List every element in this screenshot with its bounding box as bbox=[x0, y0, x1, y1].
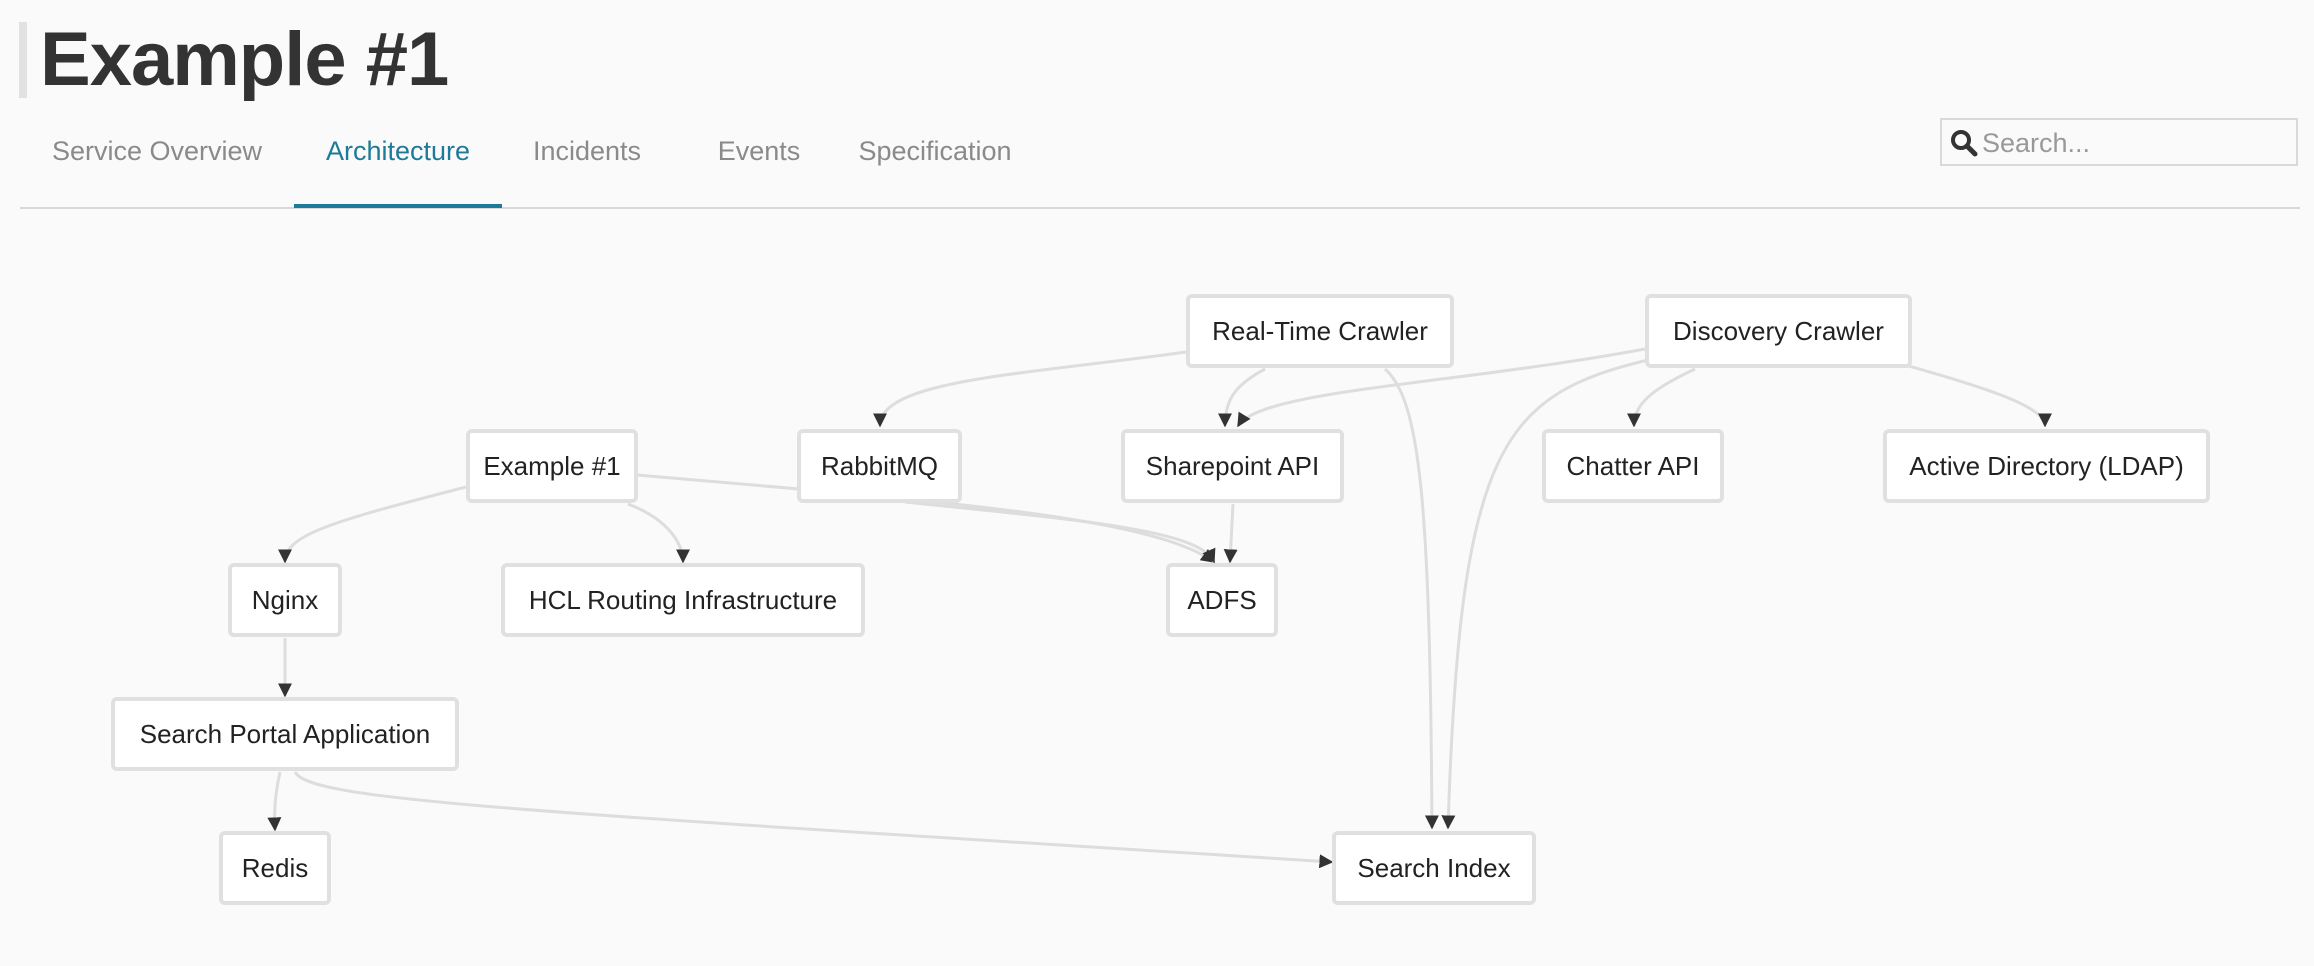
node-discovery-crawler[interactable]: Discovery Crawler bbox=[1645, 294, 1912, 368]
tab-architecture[interactable]: Architecture bbox=[325, 136, 471, 166]
search-box[interactable] bbox=[1940, 118, 2298, 166]
edge-example-hcl bbox=[627, 502, 690, 564]
edge-portal-redis bbox=[267, 771, 282, 832]
node-chatter-api[interactable]: Chatter API bbox=[1542, 429, 1724, 503]
edge-discovery-chatter bbox=[1627, 367, 1696, 428]
edge-discovery-sharepoint bbox=[1236, 347, 1646, 428]
tab-service-overview[interactable]: Service Overview bbox=[51, 136, 263, 166]
node-search-portal-application[interactable]: Search Portal Application bbox=[111, 697, 459, 771]
edge-realtime-searchindex bbox=[1384, 367, 1439, 830]
tab-events[interactable]: Events bbox=[717, 136, 801, 166]
node-adfs[interactable]: ADFS bbox=[1166, 563, 1278, 637]
edge-example-adfs bbox=[637, 473, 1216, 564]
node-real-time-crawler[interactable]: Real-Time Crawler bbox=[1186, 294, 1454, 368]
edge-discovery-searchindex bbox=[1441, 358, 1649, 830]
edge-rabbitmq-adfs bbox=[904, 500, 1216, 564]
edge-discovery-ldap bbox=[1904, 363, 2052, 428]
search-input[interactable] bbox=[1980, 124, 2294, 162]
node-redis[interactable]: Redis bbox=[219, 831, 331, 905]
node-search-index[interactable]: Search Index bbox=[1332, 831, 1536, 905]
tab-incidents[interactable]: Incidents bbox=[532, 136, 642, 166]
active-tab-indicator bbox=[294, 204, 502, 208]
title-accent-bar bbox=[19, 22, 27, 98]
node-hcl-routing-infrastructure[interactable]: HCL Routing Infrastructure bbox=[501, 563, 865, 637]
tab-bar: Service Overview Architecture Incidents … bbox=[20, 118, 2300, 210]
page-title: Example #1 bbox=[40, 17, 449, 102]
edge-realtime-sharepoint bbox=[1218, 367, 1266, 428]
edge-sharepoint-adfs bbox=[1223, 503, 1238, 564]
edge-example-nginx bbox=[278, 485, 467, 564]
tabs-divider bbox=[20, 207, 2300, 209]
search-icon bbox=[1951, 130, 1978, 157]
node-active-directory-ldap[interactable]: Active Directory (LDAP) bbox=[1883, 429, 2210, 503]
node-nginx[interactable]: Nginx bbox=[228, 563, 342, 637]
node-example-1[interactable]: Example #1 bbox=[466, 429, 638, 503]
tab-specification[interactable]: Specification bbox=[858, 136, 1012, 166]
node-rabbitmq[interactable]: RabbitMQ bbox=[797, 429, 962, 503]
edge-realtime-rabbitmq bbox=[873, 350, 1187, 428]
edge-portal-searchindex bbox=[293, 771, 1334, 869]
node-sharepoint-api[interactable]: Sharepoint API bbox=[1121, 429, 1344, 503]
